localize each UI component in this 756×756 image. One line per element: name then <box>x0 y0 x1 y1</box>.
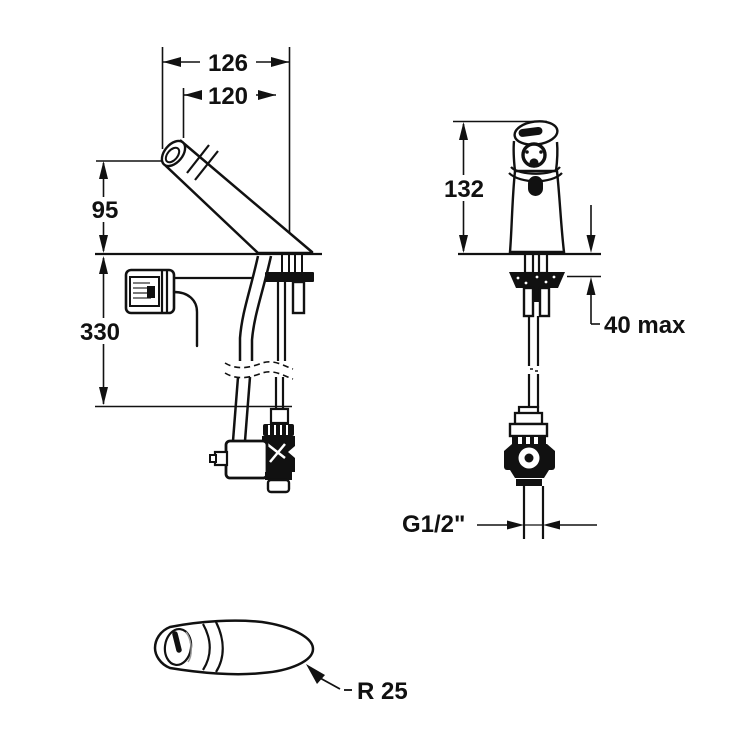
dimension-120: 120 <box>184 83 276 110</box>
arrowhead <box>459 122 468 140</box>
dimension-40max: 40 max <box>567 205 686 339</box>
dimension-95: 95 <box>92 161 119 253</box>
sensor-pip-left <box>525 150 529 154</box>
solenoid-connector-tip <box>209 454 217 463</box>
arrowhead <box>99 387 108 405</box>
mount-stud-lower <box>291 280 306 315</box>
break-line-1 <box>224 361 294 370</box>
valve-outlet-band <box>265 472 292 480</box>
dim-r25-label: R 25 <box>357 678 408 705</box>
valve-nut-front <box>508 422 549 438</box>
valve-cut-left <box>504 444 512 451</box>
control-box-label <box>129 276 160 307</box>
spout-slot <box>518 126 543 137</box>
dim-126-label: 126 <box>208 50 248 77</box>
dimension-126: 126 <box>163 50 289 77</box>
front-stud-2 <box>537 252 549 275</box>
sensor-dot <box>529 158 539 168</box>
valve-nut-side <box>263 424 294 436</box>
valve-fitting-side <box>269 407 290 425</box>
dimension-r25: R 25 <box>306 664 408 705</box>
valve-fitting-front <box>513 411 544 426</box>
valve-taper <box>510 470 549 478</box>
dim-gthread-label: G1/2" <box>402 511 465 538</box>
arrowhead <box>586 235 596 253</box>
arrowhead <box>258 90 276 100</box>
handle-outline <box>153 619 315 676</box>
arrowhead <box>184 90 202 100</box>
handle-joint-arc-2 <box>215 621 224 673</box>
dim-120-label: 120 <box>208 83 248 110</box>
header-slits <box>518 437 538 444</box>
spout-joint-line-2 <box>194 150 219 181</box>
handle-joint-arc-1 <box>202 623 211 671</box>
break-line-2 <box>224 371 294 380</box>
dim-40max-label: 40 max <box>604 312 686 339</box>
threaded-tail-pipe <box>522 486 545 539</box>
solenoid-box <box>224 439 269 480</box>
mount-stud-2 <box>294 253 303 274</box>
handle-highlight <box>185 631 192 663</box>
collar-arc-1 <box>510 166 561 175</box>
arrowhead <box>99 256 108 274</box>
front-view <box>453 120 601 539</box>
spout-outlet-face <box>160 139 187 168</box>
dimension-132: 132 <box>444 122 484 253</box>
hose-lower-right <box>243 376 252 442</box>
label-glyph <box>147 286 155 298</box>
hose-lower-left <box>231 376 240 442</box>
valve-cut-right <box>547 444 555 451</box>
dimension-330: 330 <box>80 256 120 405</box>
arrowhead <box>543 520 560 530</box>
hose-edge-right <box>250 255 273 361</box>
arrowhead <box>271 57 289 67</box>
sensor-pip-right <box>539 150 543 154</box>
front-stud-1 <box>523 252 535 275</box>
leader-arrowhead <box>306 664 325 684</box>
spout-outlet-rim <box>164 146 181 164</box>
dim-95-label: 95 <box>92 197 119 224</box>
handle-slot <box>172 631 182 653</box>
mount-nut <box>265 272 314 282</box>
valve-body-detail <box>266 443 286 463</box>
arrowhead <box>99 161 108 179</box>
valve-outlet-side <box>266 478 291 494</box>
arrowhead <box>163 57 181 67</box>
dim-132-label: 132 <box>444 176 484 203</box>
shank-gap <box>533 288 540 302</box>
valve-knob-center <box>524 453 534 463</box>
arrowhead <box>507 520 524 530</box>
valve-outlet-band-front <box>516 479 542 486</box>
shank-left <box>522 286 535 318</box>
handle-detail <box>153 619 315 676</box>
arrowhead <box>459 235 468 253</box>
spout-joint-line-1 <box>186 144 210 174</box>
valve-body-notch <box>288 446 295 458</box>
pipe-break-ticks <box>530 368 538 372</box>
supply-pipe <box>527 316 540 408</box>
cable <box>172 290 199 348</box>
sensor-window <box>528 176 543 196</box>
faucet-cone-body <box>508 169 566 254</box>
arrowhead <box>586 277 596 295</box>
arrowhead <box>99 235 108 253</box>
flange-knurling <box>516 275 556 285</box>
side-view <box>95 47 322 494</box>
mounting-flange <box>509 272 565 288</box>
dim-330-label: 330 <box>80 319 120 346</box>
mount-stud-1 <box>281 253 290 274</box>
hose-edge-left <box>238 255 260 361</box>
dimension-g-thread: G1/2" <box>402 511 597 538</box>
shank-right <box>538 286 551 318</box>
